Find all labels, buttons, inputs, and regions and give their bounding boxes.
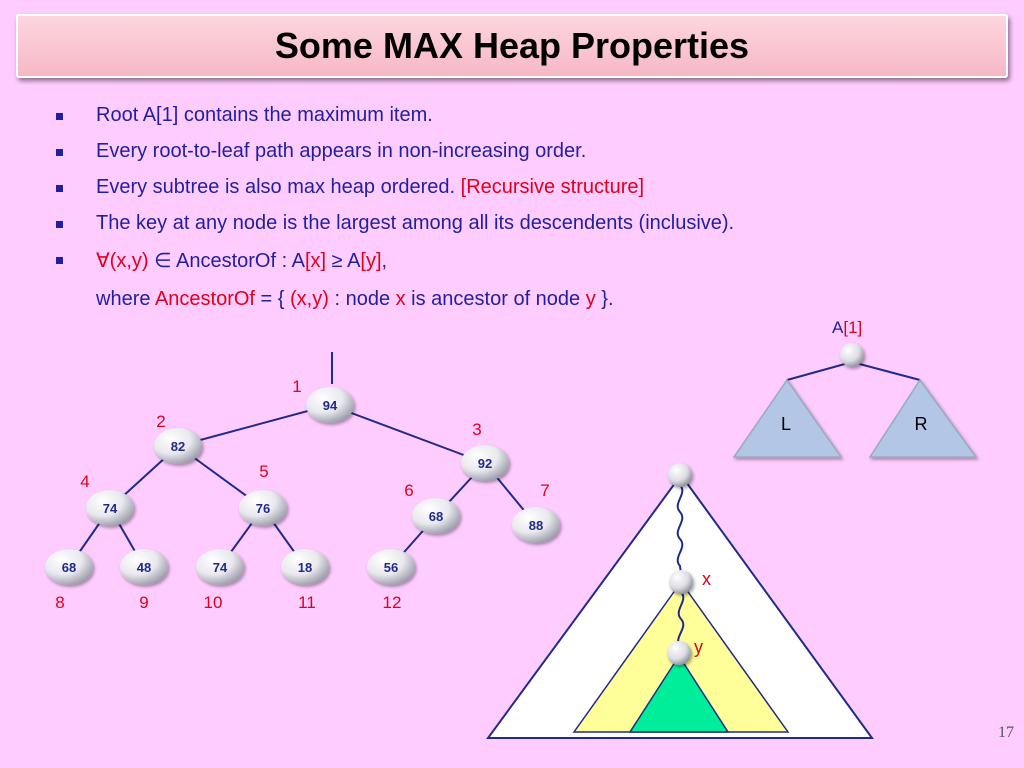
path-squiggle-top xyxy=(676,484,684,575)
heap-index-label: 4 xyxy=(80,472,89,491)
bullet-text: Root A[1] contains the maximum item. xyxy=(96,104,433,126)
title-banner: Some MAX Heap Properties xyxy=(16,14,1008,78)
heap-index-label: 10 xyxy=(204,593,223,612)
heap-index-label: 3 xyxy=(472,420,481,439)
ancestor-definition: where AncestorOf = { (x,y) : node x is a… xyxy=(96,288,614,310)
y-node-label: y xyxy=(694,637,703,657)
heap-node: 82 xyxy=(154,428,202,464)
right-subtree-label: R xyxy=(915,414,928,434)
heap-node-key: 68 xyxy=(429,509,443,524)
bullet-square-icon xyxy=(56,185,63,192)
bullet-list: Root A[1] contains the maximum item. Eve… xyxy=(56,104,996,310)
heap-edge xyxy=(177,404,331,447)
recursive-structure-note: [Recursive structure] xyxy=(460,176,645,198)
heap-nodes: 94 82 92 74 76 68 88 68 48 74 18 56 xyxy=(45,387,560,585)
heap-node: 94 xyxy=(306,387,354,423)
y-node-ball xyxy=(667,641,691,665)
heap-node-key: 92 xyxy=(478,456,492,471)
heap-index-label: 11 xyxy=(298,593,316,612)
bullet-item: The key at any node is the largest among… xyxy=(56,212,996,248)
heap-node: 76 xyxy=(239,490,287,526)
heap-edge xyxy=(329,404,486,464)
bullet-formula: ∀(x,y) ∈ AncestorOf : A[x] ≥ A[y], xyxy=(96,250,388,272)
bullet-item: ∀(x,y) ∈ AncestorOf : A[x] ≥ A[y], xyxy=(56,248,996,284)
path-squiggle-bottom xyxy=(677,591,685,647)
bullet-item: Every subtree is also max heap ordered. … xyxy=(56,176,996,212)
heap-index-label: 7 xyxy=(540,481,549,500)
slide-title: Some MAX Heap Properties xyxy=(274,25,750,66)
ancestor-diagram: x y xyxy=(486,463,874,739)
root-label: A[1] xyxy=(832,318,862,337)
heap-node: 74 xyxy=(196,549,244,585)
heap-node-key: 56 xyxy=(384,560,398,575)
y-subtree-triangle xyxy=(628,654,730,733)
heap-index-label: 1 xyxy=(292,377,301,396)
page-number: 17 xyxy=(998,724,1014,741)
heap-node-key: 94 xyxy=(323,398,338,413)
root-ball xyxy=(668,463,692,487)
heap-node: 18 xyxy=(281,549,329,585)
heap-node-key: 76 xyxy=(256,501,270,516)
right-subtree-triangle xyxy=(868,378,978,458)
heap-node: 56 xyxy=(367,549,415,585)
heap-node: 68 xyxy=(412,498,460,534)
left-subtree-triangle xyxy=(732,378,843,458)
heap-node-key: 18 xyxy=(298,560,312,575)
root-ball xyxy=(840,343,864,367)
subtree-edge-left xyxy=(786,361,853,381)
heap-index-label: 5 xyxy=(259,462,268,481)
heap-node: 68 xyxy=(45,549,93,585)
heap-index-label: 6 xyxy=(404,481,413,500)
bullet-item: Every root-to-leaf path appears in non-i… xyxy=(56,140,996,176)
heap-index-label: 12 xyxy=(383,593,402,612)
heap-node-key: 68 xyxy=(62,560,76,575)
recursive-structure-diagram: A[1] L R xyxy=(732,318,978,458)
left-subtree-label: L xyxy=(781,414,791,434)
heap-index-label: 8 xyxy=(55,593,64,612)
heap-node: 88 xyxy=(512,507,560,543)
heap-node: 74 xyxy=(86,490,134,526)
heap-node-key: 88 xyxy=(529,518,543,533)
bullet-square-icon xyxy=(56,149,63,156)
heap-node: 92 xyxy=(461,445,509,481)
bullet-square-icon xyxy=(56,257,63,264)
x-node-ball xyxy=(669,570,693,594)
heap-node: 48 xyxy=(120,549,168,585)
bullet-square-icon xyxy=(56,113,63,120)
heap-index-label: 2 xyxy=(156,412,165,431)
bullet-text: Every root-to-leaf path appears in non-i… xyxy=(96,140,587,162)
subtree-edge-right xyxy=(851,361,921,381)
bullet-item: Root A[1] contains the maximum item. xyxy=(56,104,996,140)
heap-index-label: 9 xyxy=(139,593,148,612)
bullet-text: Every subtree is also max heap ordered. … xyxy=(96,176,645,198)
heap-index-labels: 1 2 3 4 5 6 7 8 9 10 11 12 xyxy=(55,377,549,612)
heap-node-key: 48 xyxy=(137,560,151,575)
x-node-label: x xyxy=(702,569,711,589)
heap-node-key: 82 xyxy=(171,439,185,454)
bullet-text: The key at any node is the largest among… xyxy=(96,212,735,234)
heap-node-key: 74 xyxy=(213,560,228,575)
bullet-square-icon xyxy=(56,221,63,228)
heap-node-key: 74 xyxy=(103,501,118,516)
